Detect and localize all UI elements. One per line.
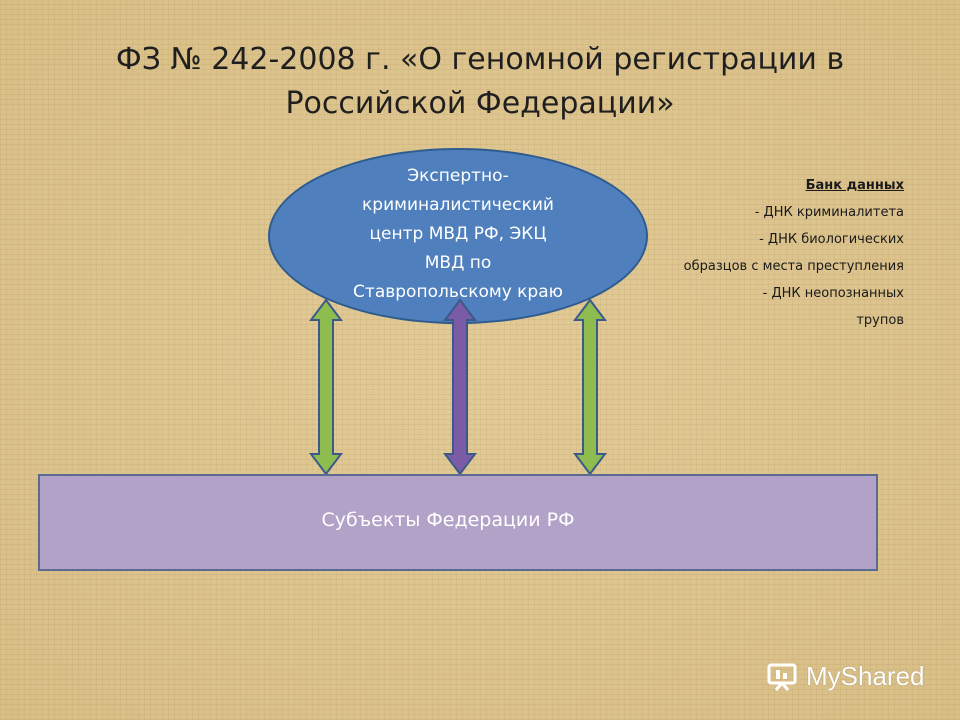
data-bank-item-2: - ДНК биологических [759, 232, 904, 247]
left-arrow [309, 298, 343, 476]
data-bank-item-4: - ДНК неопознанных [762, 286, 904, 301]
center-line-4: МВД по [424, 252, 492, 273]
expert-center-label: Экспертно- криминалистический центр МВД … [333, 162, 583, 307]
data-bank-heading: Банк данных [805, 178, 904, 193]
center-line-3: центр МВД РФ, ЭКЦ [369, 223, 547, 244]
federation-subjects-box: Субъекты Федерации РФ [38, 474, 878, 571]
expert-center-ellipse: Экспертно- криминалистический центр МВД … [268, 148, 648, 324]
watermark-logo: MyShared [766, 656, 926, 696]
presentation-board-icon [767, 663, 797, 691]
data-bank-list: Банк данных - ДНК криминалитета - ДНК би… [630, 172, 904, 334]
title-line-2: Российской Федерации» [285, 86, 675, 121]
watermark-text: MyShared [806, 660, 925, 691]
data-bank-item-3: образцов с места преступления [683, 259, 904, 274]
slide-title: ФЗ № 242-2008 г. «О геномной регистрации… [40, 38, 920, 126]
middle-arrow [443, 298, 477, 476]
data-bank-item-1: - ДНК криминалитета [754, 205, 904, 220]
center-line-5: Ставропольскому краю [353, 281, 563, 302]
center-line-1: Экспертно- [407, 165, 509, 186]
center-line-2: криминалистический [362, 194, 554, 215]
title-line-1: ФЗ № 242-2008 г. «О геномной регистрации… [115, 42, 845, 77]
right-arrow [573, 298, 607, 476]
data-bank-item-5: трупов [856, 313, 904, 328]
federation-subjects-label: Субъекты Федерации РФ [321, 508, 575, 531]
